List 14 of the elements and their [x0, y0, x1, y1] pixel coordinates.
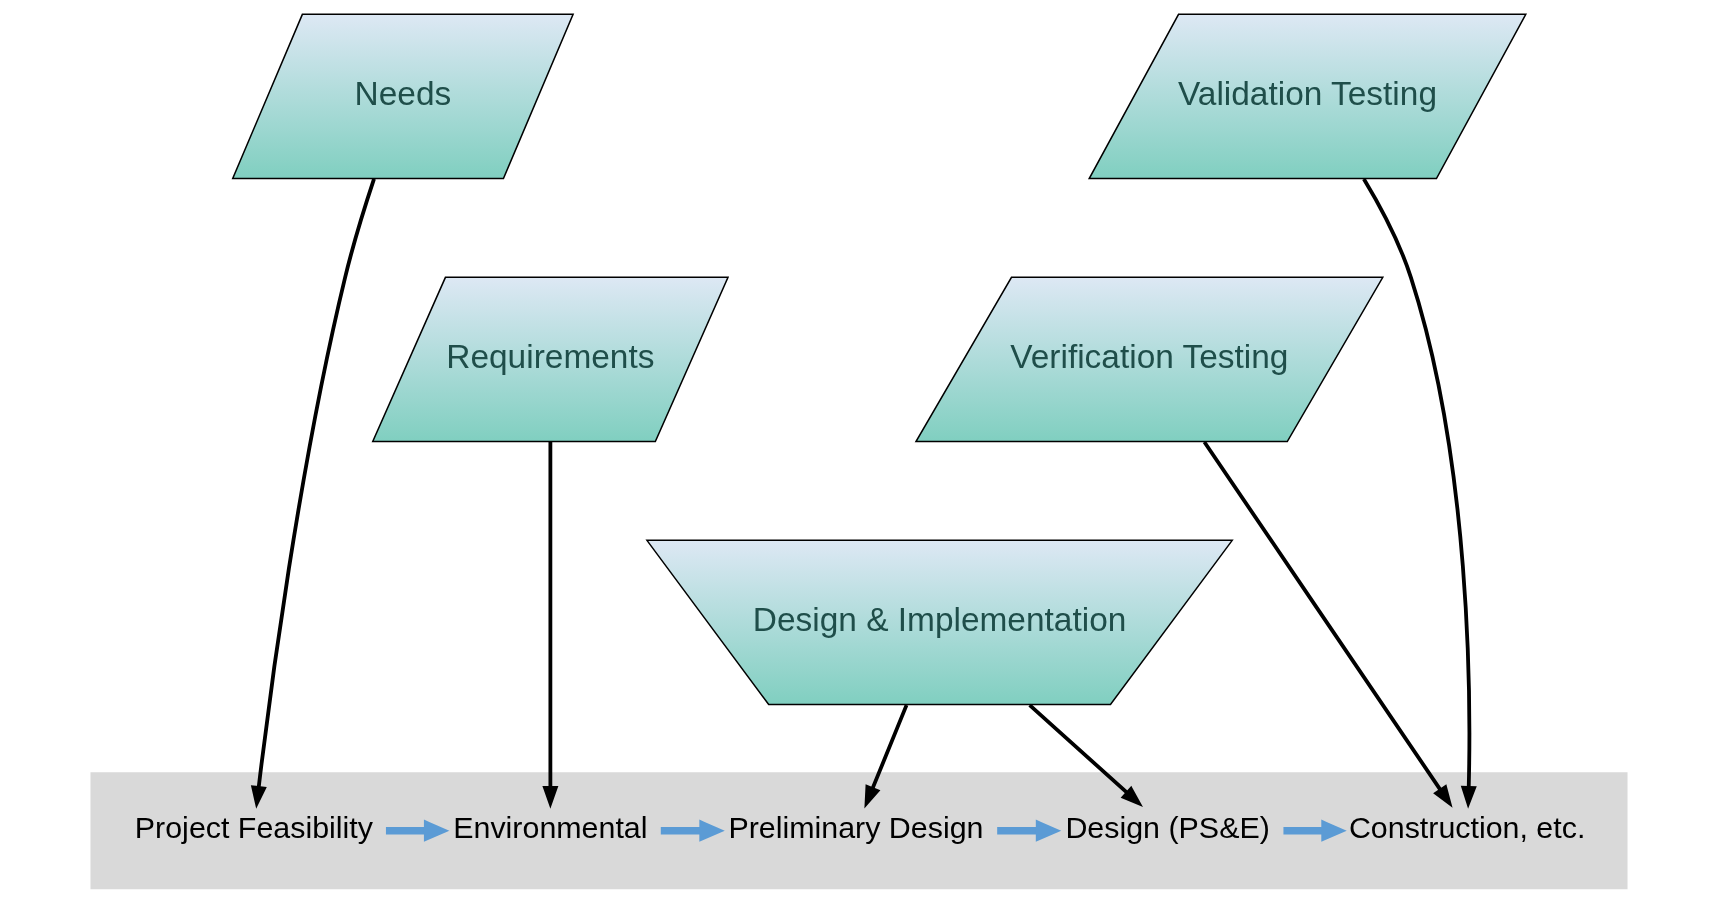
arrow: [542, 442, 559, 809]
arrow: [1202, 440, 1453, 808]
cluster: [90, 772, 1628, 890]
arrow: [1028, 703, 1143, 808]
arrow: [660, 819, 725, 842]
node-text: Project Feasibility: [134, 810, 373, 845]
arrow: [864, 704, 909, 809]
node-text: Preliminary Design: [728, 810, 984, 845]
node-text: Environmental: [453, 810, 648, 845]
arrow: [1362, 177, 1477, 809]
arrow: [385, 819, 450, 842]
node-text: Design (PS&E): [1065, 810, 1270, 845]
arrow: [250, 178, 376, 809]
node-text: Construction, etc.: [1348, 810, 1586, 845]
